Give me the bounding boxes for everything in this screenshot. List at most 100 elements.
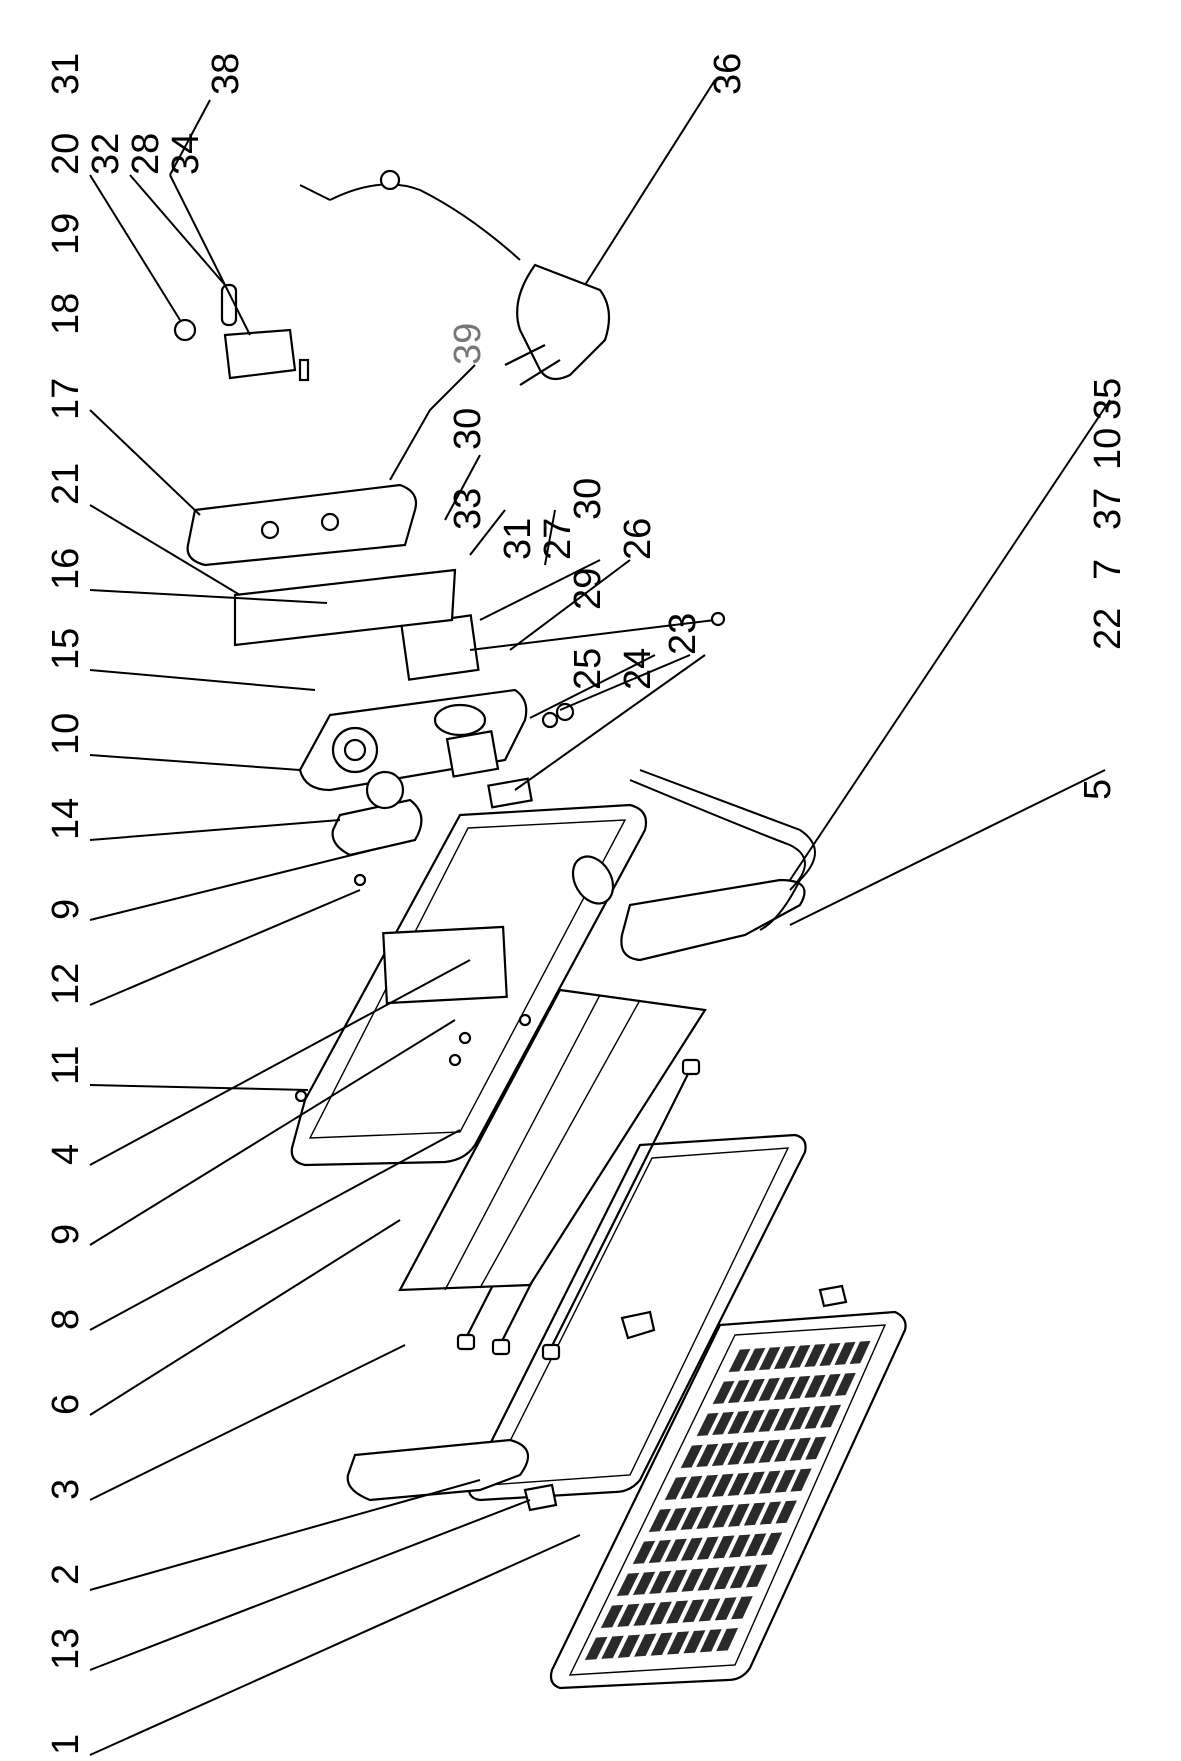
grille-opening (727, 1472, 750, 1496)
grille-opening (698, 1598, 721, 1622)
grille-opening (649, 1601, 672, 1625)
grille-opening (744, 1533, 767, 1557)
label-31b: 31 (497, 518, 539, 560)
grille-opening (804, 1343, 826, 1368)
grille-opening (665, 1600, 689, 1624)
grille-opening (650, 1632, 673, 1656)
grille-opening (680, 1537, 703, 1561)
label-12: 12 (45, 963, 87, 1005)
label-23: 23 (662, 613, 704, 655)
grille-opening (648, 1539, 671, 1563)
grille-opening (601, 1635, 624, 1659)
label-11: 11 (45, 1046, 87, 1085)
label-10b: 10 (1087, 428, 1129, 470)
knob-assembly (331, 770, 423, 857)
grille-opening (600, 1604, 624, 1629)
grille-opening (632, 1571, 656, 1595)
label-36: 36 (707, 53, 749, 95)
label-30b: 30 (567, 478, 609, 520)
grille-opening (665, 1569, 688, 1593)
grille-opening (680, 1475, 703, 1499)
grille-opening (617, 1634, 641, 1658)
control-housing (298, 688, 528, 792)
grille-opening (743, 1378, 765, 1403)
label-19: 19 (45, 213, 87, 255)
grille-opening (758, 1377, 780, 1401)
grille-opening (728, 1503, 750, 1527)
grille-opening (804, 1405, 826, 1429)
grille-opening (729, 1565, 752, 1589)
grille-opening (727, 1379, 750, 1404)
grille-opening (758, 1346, 781, 1371)
label-5: 5 (1077, 779, 1119, 800)
grille-opening (727, 1410, 750, 1434)
grille-opening (696, 1443, 719, 1468)
grille-opening (834, 1341, 856, 1365)
grille-opening (773, 1376, 796, 1400)
grille-opening (696, 1474, 719, 1498)
grille-opening (666, 1631, 690, 1655)
grille-opening (728, 1534, 751, 1558)
clips (523, 1284, 848, 1512)
front-grille (549, 1310, 907, 1690)
label-38: 38 (205, 53, 247, 95)
grille-opening (699, 1629, 722, 1653)
grille-opening (682, 1599, 705, 1623)
grille-opening (681, 1568, 704, 1592)
grille-opening (697, 1567, 720, 1591)
label-3: 3 (45, 1479, 87, 1500)
grille-openings (584, 1340, 871, 1661)
label-35: 35 (1087, 378, 1129, 420)
grille-opening (680, 1506, 703, 1530)
small-parts (173, 283, 310, 382)
label-18: 18 (45, 293, 87, 335)
grille-opening (758, 1439, 781, 1463)
grille-opening (696, 1536, 719, 1560)
grille-opening (648, 1508, 671, 1533)
label-10: 10 (45, 713, 87, 755)
label-4: 4 (45, 1144, 87, 1165)
label-17: 17 (45, 378, 87, 420)
label-8: 8 (45, 1309, 87, 1330)
label-28: 28 (125, 133, 167, 175)
grille-opening (664, 1538, 687, 1562)
grille-opening (716, 1628, 739, 1652)
grille-opening (680, 1444, 703, 1469)
grille-opening (805, 1436, 827, 1460)
grille-opening (696, 1505, 719, 1529)
grille-opening (742, 1409, 765, 1433)
grille-opening (711, 1473, 734, 1497)
top-cover (186, 483, 418, 567)
label-29: 29 (567, 568, 609, 610)
grille-opening (742, 1440, 765, 1464)
grille-opening (758, 1408, 780, 1432)
grille-opening (775, 1500, 797, 1524)
grille-opening (584, 1636, 608, 1661)
reflector (398, 988, 707, 1292)
grille-opening (789, 1437, 811, 1461)
label-31: 31 (45, 53, 87, 95)
grille-opening (728, 1348, 751, 1373)
grille-opening (743, 1471, 765, 1495)
grille-opening (804, 1374, 826, 1398)
grille-opening (774, 1469, 797, 1493)
label-21: 21 (45, 463, 87, 505)
grille-opening (664, 1476, 687, 1501)
grille-opening (712, 1380, 735, 1405)
grille-opening (634, 1633, 657, 1657)
grille-opening (789, 1375, 811, 1399)
grille-opening (790, 1468, 812, 1492)
label-14: 14 (45, 798, 87, 840)
circuit-board (233, 568, 457, 647)
grille-opening (633, 1602, 656, 1626)
grille-opening (617, 1603, 640, 1627)
grille-opening (774, 1345, 796, 1370)
grille-opening (712, 1535, 735, 1559)
label-6: 6 (45, 1394, 87, 1415)
part-number-labels: 1 13 2 3 6 8 9 4 11 12 9 14 10 15 16 21 … (45, 53, 1129, 1755)
grille-opening (649, 1570, 672, 1594)
grille-opening (731, 1596, 753, 1620)
label-27: 27 (537, 518, 579, 560)
grille-opening (759, 1501, 782, 1525)
